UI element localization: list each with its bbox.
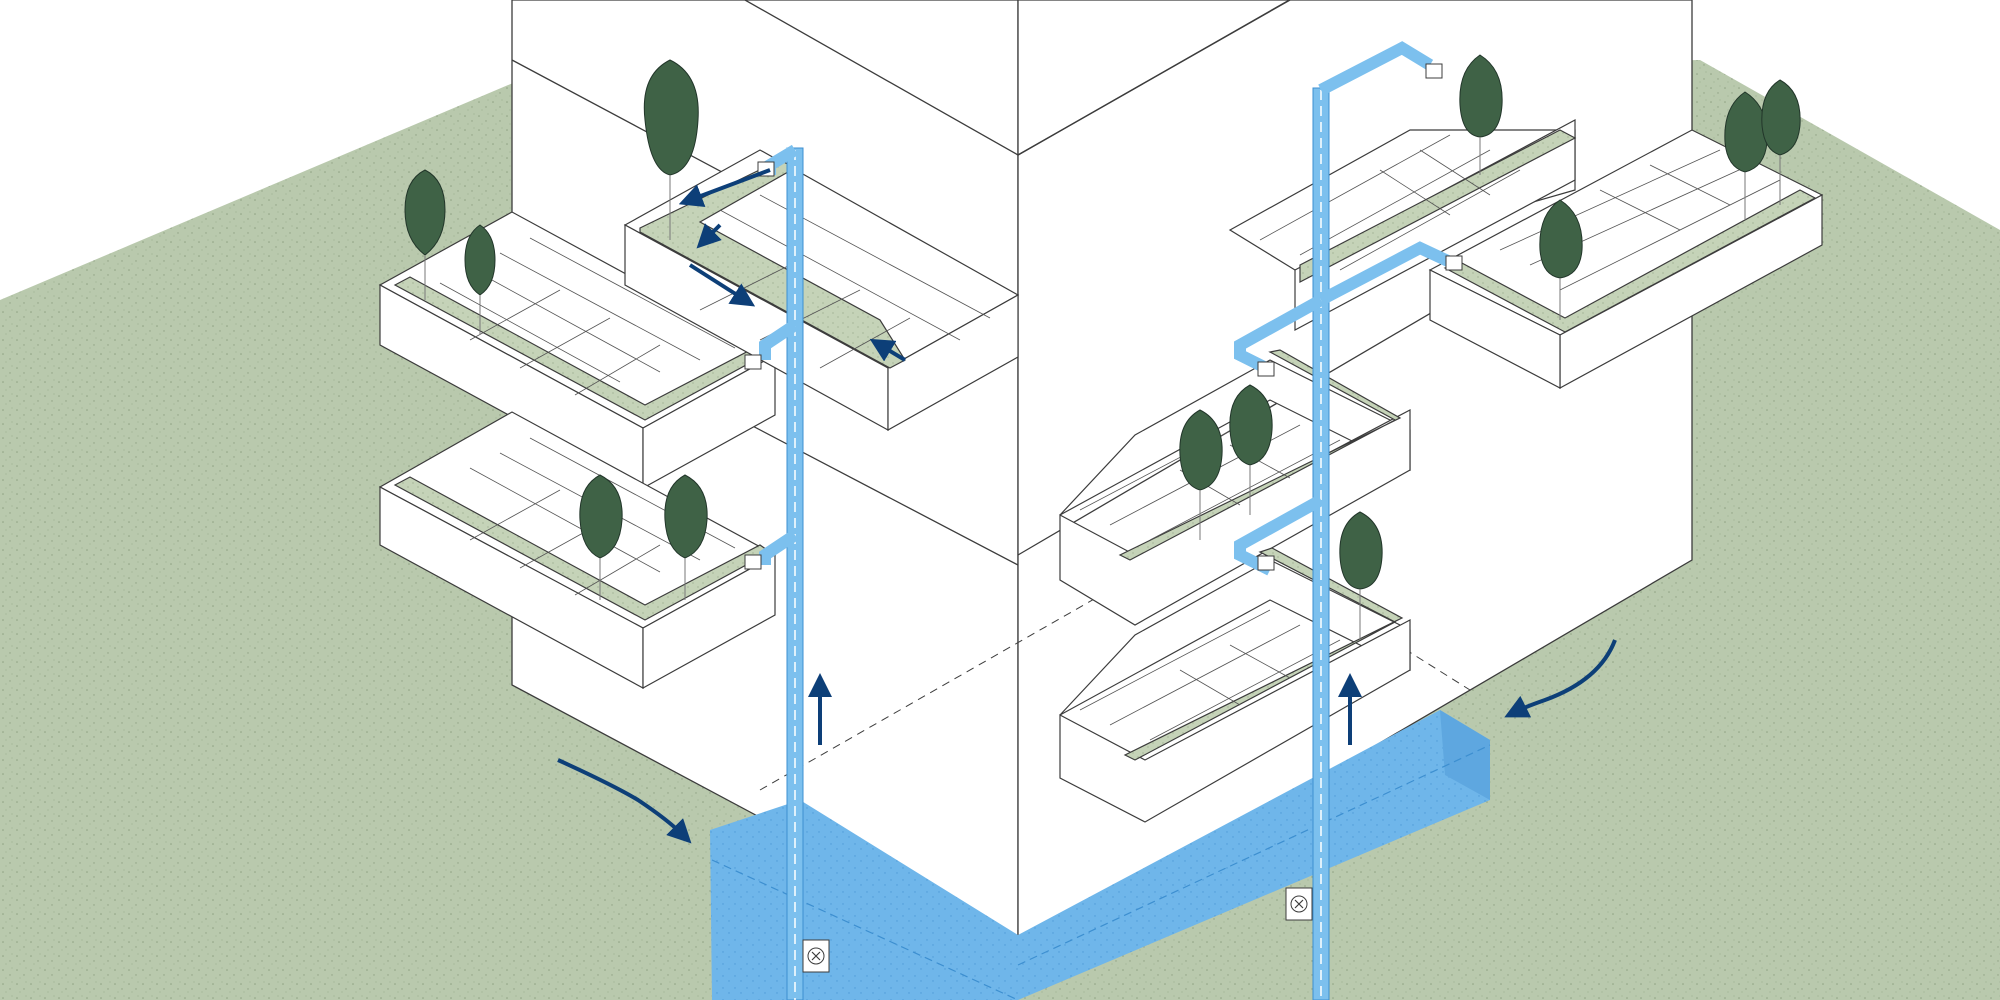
water-tank — [710, 710, 1491, 1000]
drain-box-icon — [744, 63, 1463, 571]
up-arrow-icon — [808, 673, 1362, 745]
flow-arrow-icon — [557, 168, 1617, 844]
water-riser-right — [1234, 41, 1453, 1000]
terrace-left-lower — [378, 411, 777, 690]
tree-icon — [404, 54, 1801, 640]
terrace-right-far — [1428, 129, 1824, 390]
terrace-left-top — [623, 149, 1020, 432]
pump-icon — [802, 887, 1313, 973]
